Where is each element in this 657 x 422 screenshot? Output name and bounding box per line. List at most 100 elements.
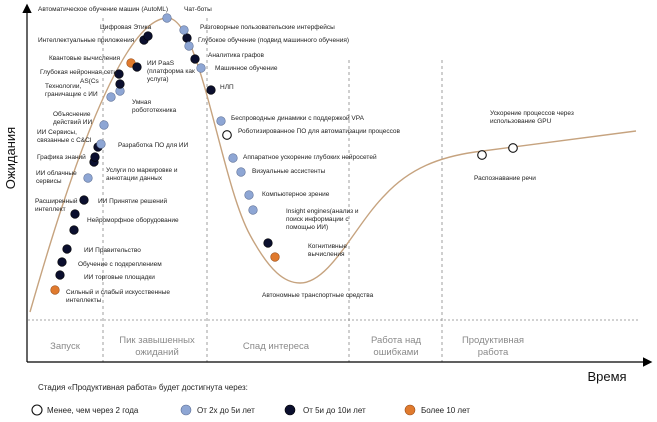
legend: Стадия «Продуктивная работа» будет дости…	[31, 383, 470, 416]
technology-label-line: ИИ торговые площадки	[84, 274, 155, 281]
technology-label-line: Интеллектуальные приложения	[38, 37, 135, 44]
technology-marker	[179, 25, 189, 35]
technology-label-line: Машинное обучение	[215, 64, 278, 72]
technology-item: Глубокая нейронная сеть	[40, 68, 124, 79]
phase-dividers	[28, 18, 640, 362]
x-axis-title: Время	[587, 369, 626, 384]
technology-label: Чат-боты	[184, 5, 212, 13]
technology-item: Аппаратное ускорение глубоких нейросетей	[228, 153, 377, 163]
technology-item: Графика знаний	[37, 152, 100, 162]
technology-label-line: Нейроморфное оборудование	[87, 216, 179, 224]
technology-marker	[132, 62, 142, 72]
technology-label: Глубокая нейронная сеть	[40, 68, 117, 76]
technology-label-line: Глубокая нейронная сеть	[40, 68, 117, 76]
y-axis-title: Ожидания	[3, 127, 18, 189]
technology-item: Беспроводные динамики с поддержкой VPA	[216, 114, 365, 126]
technology-label-line: Объяснение	[53, 110, 91, 118]
technology-marker	[508, 143, 518, 153]
technology-marker	[236, 167, 246, 177]
technology-label-line: Распознавание речи	[474, 175, 536, 182]
technology-label: Технологии,граничащие с ИИ	[45, 83, 98, 98]
technology-marker	[222, 130, 232, 140]
technology-label-line: Разговорные пользовательские интерфейсы	[200, 23, 335, 31]
technology-item: Компьютерное зрение	[244, 190, 330, 200]
technology-label-line: Автоматическое обучение машин (AutoML)	[38, 5, 168, 13]
technology-label-line: Разработка ПО для ИИ	[118, 141, 189, 149]
technology-item: Визуальные ассистенты	[236, 167, 326, 177]
legend-swatch	[404, 404, 416, 416]
technology-label-line: Беспроводные динамики с поддержкой VPA	[231, 114, 365, 122]
technology-marker	[55, 270, 65, 280]
technology-item: НЛП	[206, 84, 234, 95]
legend-item: От 5и до 10и лет	[284, 404, 366, 416]
technology-label-line: Чат-боты	[184, 5, 212, 13]
technology-item: ИИ торговые площадки	[55, 270, 155, 281]
phase-label-trough: Спад интереса	[243, 341, 310, 352]
legend-label: От 5и до 10и лет	[303, 406, 366, 415]
technology-item: Нейроморфное оборудование	[69, 216, 179, 235]
phase-label-line: ожиданий	[135, 347, 179, 358]
technology-label: Распознавание речи	[474, 175, 536, 182]
technology-label-line: Цифровая Этика	[100, 24, 152, 31]
technology-label: Разговорные пользовательские интерфейсы	[200, 23, 335, 31]
legend-title: Стадия «Продуктивная работа» будет дости…	[38, 383, 248, 392]
technology-marker	[50, 285, 60, 295]
technology-label-line: Графика знаний	[37, 153, 86, 161]
technology-item: Аналитика графов	[190, 52, 265, 64]
technology-label-line: НЛП	[220, 84, 234, 91]
technology-label-line: Insight engines(анализ и	[286, 208, 359, 215]
technology-label: Компьютерное зрение	[262, 191, 330, 198]
technology-marker	[196, 63, 206, 73]
legend-label: Менее, чем через 2 года	[47, 406, 139, 415]
technology-label-line: Расширенный	[35, 197, 78, 205]
technology-marker	[99, 120, 109, 130]
technology-label: AS(Cs	[80, 78, 100, 85]
technology-marker	[270, 252, 280, 262]
technology-item: Технологии,граничащие с ИИ	[45, 83, 116, 102]
technology-label-line: Технологии,	[45, 83, 82, 90]
technology-label-line: вычисления	[308, 251, 345, 258]
technology-label: Цифровая Этика	[100, 24, 152, 31]
phase-label-launch: Запуск	[50, 341, 81, 352]
technology-marker	[228, 153, 238, 163]
technology-marker	[69, 225, 79, 235]
technology-item: Машинное обучение	[196, 63, 278, 73]
technology-marker	[182, 33, 192, 43]
technology-label: Нейроморфное оборудование	[87, 216, 179, 224]
technology-label: ИИ Сервисы,связанные с C&CI	[37, 129, 92, 144]
technology-marker	[115, 79, 125, 89]
technology-label-line: сервисы	[36, 178, 62, 185]
technology-label-line: ИИ облачные	[36, 169, 77, 177]
technology-marker	[143, 31, 153, 41]
technology-label-line: поиск информации с	[286, 216, 349, 223]
technology-label: Автономные транспортные средства	[262, 292, 374, 299]
technology-item: Глубокое обучение (подвид машинного обуч…	[184, 36, 349, 51]
technology-label-line: аннотации данных	[106, 175, 163, 182]
technology-label-line: Автономные транспортные средства	[262, 292, 374, 299]
technology-marker	[216, 116, 226, 126]
technology-label-line: (платформа как	[147, 68, 195, 75]
phase-label-line: Спад интереса	[243, 341, 310, 352]
technology-item: Распознавание речи	[474, 150, 536, 182]
technology-item: Обучение с подкреплением	[57, 257, 162, 268]
technology-label-line: Квантовые вычисления	[49, 55, 120, 62]
technology-label: Глубокое обучение (подвид машинного обуч…	[198, 36, 349, 44]
technology-item: ИИ Правительство	[62, 244, 141, 254]
technology-label-line: Услуги по маркировке и	[106, 167, 178, 174]
